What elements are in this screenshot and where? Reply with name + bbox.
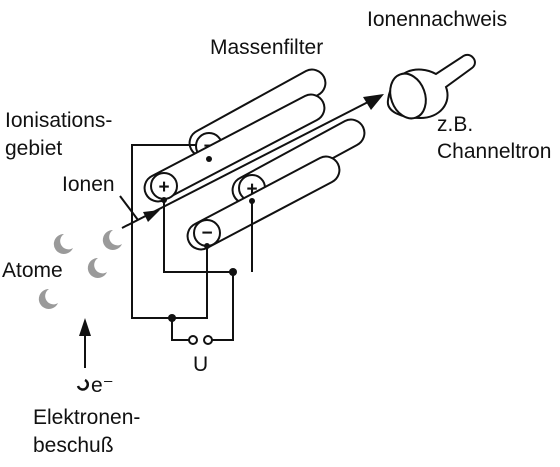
atome-label: Atome: [2, 259, 63, 282]
channeltron-detector: [386, 53, 476, 120]
ionisationsgebiet-label-line1: Ionisations-: [5, 109, 112, 132]
rod-right-symbol: +: [246, 179, 257, 200]
rod-bottom: −: [186, 155, 341, 251]
rod-bottom-symbol: −: [201, 223, 212, 244]
voltage-label: U: [193, 353, 208, 376]
elektronenbeschuss-label-line1: Elektronen-: [33, 406, 140, 429]
electron-label: e⁻: [91, 374, 114, 397]
elektronenbeschuss-label-line2: beschuß: [33, 434, 114, 457]
voltage-terminals: U: [188, 335, 213, 376]
channeltron-label: Channeltron: [437, 140, 551, 163]
rod-left-symbol: +: [158, 177, 169, 198]
ionisationsgebiet-label-line2: gebiet: [5, 137, 62, 160]
wiring: [131, 144, 255, 341]
ionennachweis-label: Ionennachweis: [367, 8, 507, 31]
atom-icon: [38, 288, 58, 309]
zb-label: z.B.: [437, 113, 473, 136]
atom-icon: [102, 229, 122, 250]
atom-icon: [53, 233, 73, 254]
atom-icon: [87, 257, 107, 278]
electron-arrow: e⁻: [76, 318, 114, 397]
massenfilter-label: Massenfilter: [210, 36, 323, 59]
rod-left: +: [143, 93, 326, 203]
ionen-label: Ionen: [62, 173, 115, 196]
atoms: [38, 229, 122, 309]
ionen-pointer: [119, 195, 139, 221]
